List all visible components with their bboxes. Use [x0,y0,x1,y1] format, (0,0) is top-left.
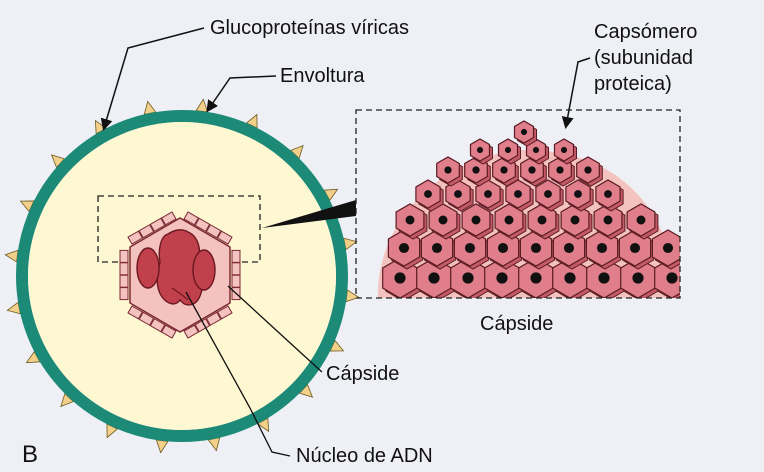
capsomere [232,263,240,275]
capsomere-pore [630,243,640,253]
capsomere [232,275,240,287]
dna-core-label: Núcleo de ADN [296,445,433,467]
capsomere-pore [484,190,492,198]
capsomere-pore [465,243,475,253]
capsomere-label-line2: (subunidad [594,47,693,69]
capsomere-pore [632,272,643,283]
capsomere [120,263,128,275]
dna-lobe-left [137,248,159,288]
capsomere-pore [399,243,409,253]
capsomere-pore [496,272,507,283]
capsomere [120,275,128,287]
capsomere-pore [500,166,507,173]
capsomere-pore [564,272,575,283]
capsomere-pore [556,166,563,173]
capsomere-pore [598,272,609,283]
capsomere-pore [477,147,483,153]
capsomere-pore [505,216,514,225]
capsomere-pore [498,243,508,253]
capsomere-pore [394,272,405,283]
capsomere-pore [444,166,451,173]
capsomere-label-line3: proteica) [594,73,672,95]
capsomere-pore [439,216,448,225]
capsomere-pore [406,216,415,225]
capsomere-pore [533,147,539,153]
capsomere-pore [561,147,567,153]
capsomere-pore [597,243,607,253]
capsomere-pore [574,190,582,198]
capsomere-pore [521,129,527,135]
panel-letter: B [22,441,38,468]
capsomere-pore [428,272,439,283]
capsomere-pore [564,243,574,253]
capsomere-pore [666,272,677,283]
capsomere-pore [432,243,442,253]
capsomere-pore [531,243,541,253]
capsomere-pore [584,166,591,173]
capsomere-label-line1: Capsómero [594,21,697,43]
capsomere-pore [663,243,673,253]
capsomere-pore [637,216,646,225]
capsomere-pore [454,190,462,198]
capsomere [120,250,128,262]
dna-lobe-right [193,250,215,290]
envelope-label: Envoltura [280,65,365,87]
capsomere-pore [462,272,473,283]
capsomere-pore [528,166,535,173]
capsomere-pore [472,216,481,225]
glycoprotein-label: Glucoproteínas víricas [210,17,409,39]
capsomere [120,288,128,300]
capsomere-pore [538,216,547,225]
capsomere-pore [505,147,511,153]
capsomere-pore [544,190,552,198]
capsid-label: Cápside [326,363,399,385]
capsomere [232,250,240,262]
capsomere-pore [604,190,612,198]
capsomere-pore [424,190,432,198]
capsomere-pore [604,216,613,225]
capsid-inset-label: Cápside [480,313,553,335]
capsomere-pore [472,166,479,173]
capsomere-pore [514,190,522,198]
capsomere-pore [571,216,580,225]
capsomere-pore [530,272,541,283]
